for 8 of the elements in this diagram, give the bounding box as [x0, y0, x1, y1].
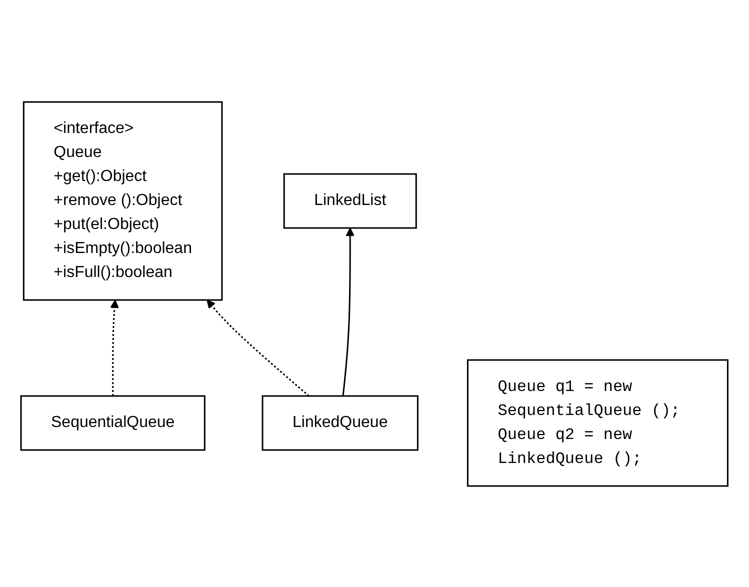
arrow: [110, 299, 120, 396]
node-box: LinkedQueue: [262, 394, 419, 450]
arrow: [206, 299, 310, 396]
node-box: <interface> Queue +get():Object +remove ():Object +put(el:Object) +isEmpty():boolean +isFull():boolean: [23, 100, 223, 300]
arrow: [342, 227, 355, 396]
node-box: LinkedList: [284, 172, 418, 228]
node-box: SequentialQueue: [20, 394, 206, 450]
node-box: Queue q1 = new SequentialQueue (); Queue q2 = new LinkedQueue ();: [467, 358, 729, 486]
